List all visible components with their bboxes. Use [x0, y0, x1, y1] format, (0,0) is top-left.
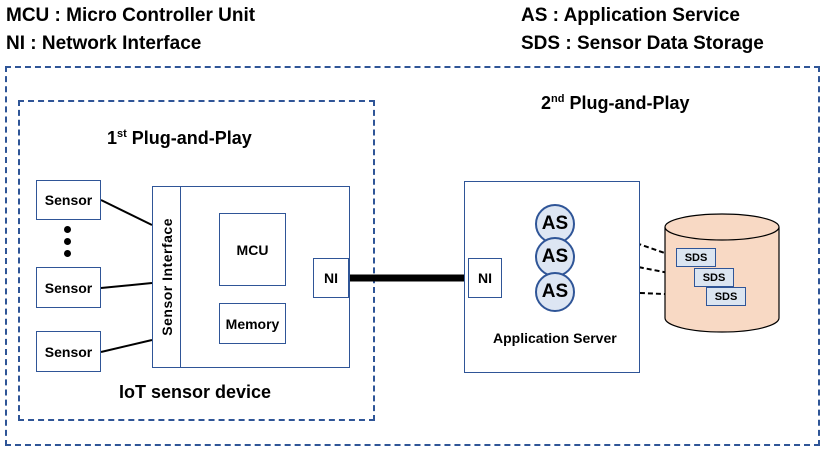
- second-pnp-title: 2nd Plug-and-Play: [541, 93, 690, 113]
- iot-device-label: IoT sensor device: [119, 382, 272, 402]
- application-server-label: Application Server: [493, 330, 617, 346]
- sensor-interface-label: Sensor Interface: [158, 218, 175, 336]
- sensor1-line: [100, 199, 153, 226]
- legend-ni: NI : Network Interface: [6, 33, 202, 54]
- mcu-box: MCU: [219, 213, 286, 286]
- legend-sds: SDS : Sensor Data Storage: [521, 33, 764, 54]
- as-node-1: AS: [535, 204, 575, 244]
- sensor-1: Sensor: [36, 180, 101, 220]
- legend-as: AS : Application Service: [521, 5, 740, 26]
- sensor-3: Sensor: [36, 331, 101, 372]
- sds-node-3: SDS: [706, 287, 746, 306]
- sds-node-1: SDS: [676, 248, 716, 267]
- first-pnp-boundary: [18, 100, 375, 421]
- sensor2-line: [100, 282, 153, 289]
- ni-device-box: NI: [313, 258, 349, 298]
- as-node-3: AS: [535, 272, 575, 312]
- first-pnp-title: 1st Plug-and-Play: [107, 128, 252, 148]
- sensor-interface: Sensor Interface: [152, 186, 181, 368]
- ellipsis-dot: [64, 250, 71, 257]
- ellipsis-dot: [64, 238, 71, 245]
- legend-mcu: MCU : Micro Controller Unit: [6, 5, 256, 26]
- second-pnp-boundary: [5, 66, 820, 446]
- ni-server-box: NI: [468, 258, 502, 298]
- as-node-2: AS: [535, 237, 575, 277]
- ellipsis-dot: [64, 226, 71, 233]
- sensor3-line: [100, 339, 153, 353]
- memory-box: Memory: [219, 303, 286, 344]
- sds-node-2: SDS: [694, 268, 734, 287]
- sensor-2: Sensor: [36, 267, 101, 308]
